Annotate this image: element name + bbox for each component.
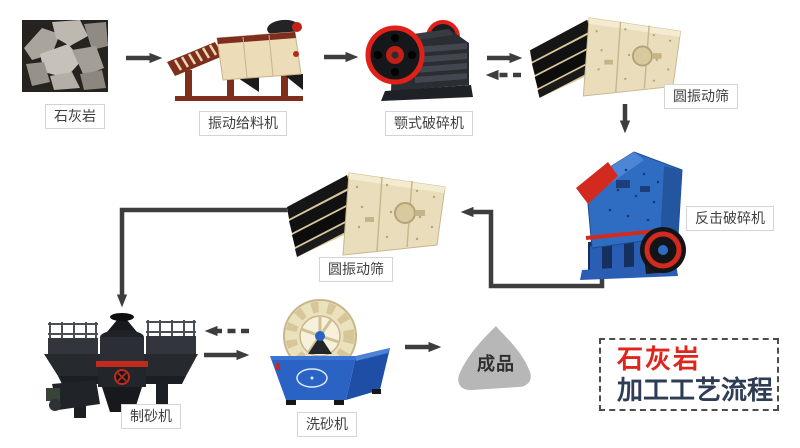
finished-product-pile xyxy=(452,322,538,398)
label-screen-mid: 圆振动筛 xyxy=(319,257,393,282)
circular-vibrating-screen-top-illustration xyxy=(530,10,692,102)
impact-crusher-illustration xyxy=(556,140,704,285)
sand-maker-illustration xyxy=(40,308,202,428)
vibrating-feeder-illustration xyxy=(163,14,315,106)
label-jaw-crusher: 颚式破碎机 xyxy=(385,111,473,136)
product-label: 成品 xyxy=(477,354,515,374)
label-sand-washer: 洗砂机 xyxy=(297,412,357,437)
process-title-text: 加工工艺流程 xyxy=(617,375,774,405)
jaw-crusher-illustration xyxy=(357,11,479,109)
connector-mid-screen-to-sand-maker xyxy=(116,207,291,308)
process-title-box: 石灰岩 加工工艺流程 xyxy=(599,338,779,411)
label-sand-maker: 制砂机 xyxy=(121,404,181,429)
label-limestone: 石灰岩 xyxy=(45,104,105,129)
label-vibrating-feeder: 振动给料机 xyxy=(199,111,287,136)
label-impact-crusher: 反击破碎机 xyxy=(686,206,774,231)
label-screen-top: 圆振动筛 xyxy=(664,84,738,109)
process-title-material: 石灰岩 xyxy=(617,344,702,374)
circular-vibrating-screen-mid-illustration xyxy=(286,167,458,259)
limestone-rock-photo xyxy=(22,20,108,92)
sand-washer-illustration xyxy=(256,296,404,414)
